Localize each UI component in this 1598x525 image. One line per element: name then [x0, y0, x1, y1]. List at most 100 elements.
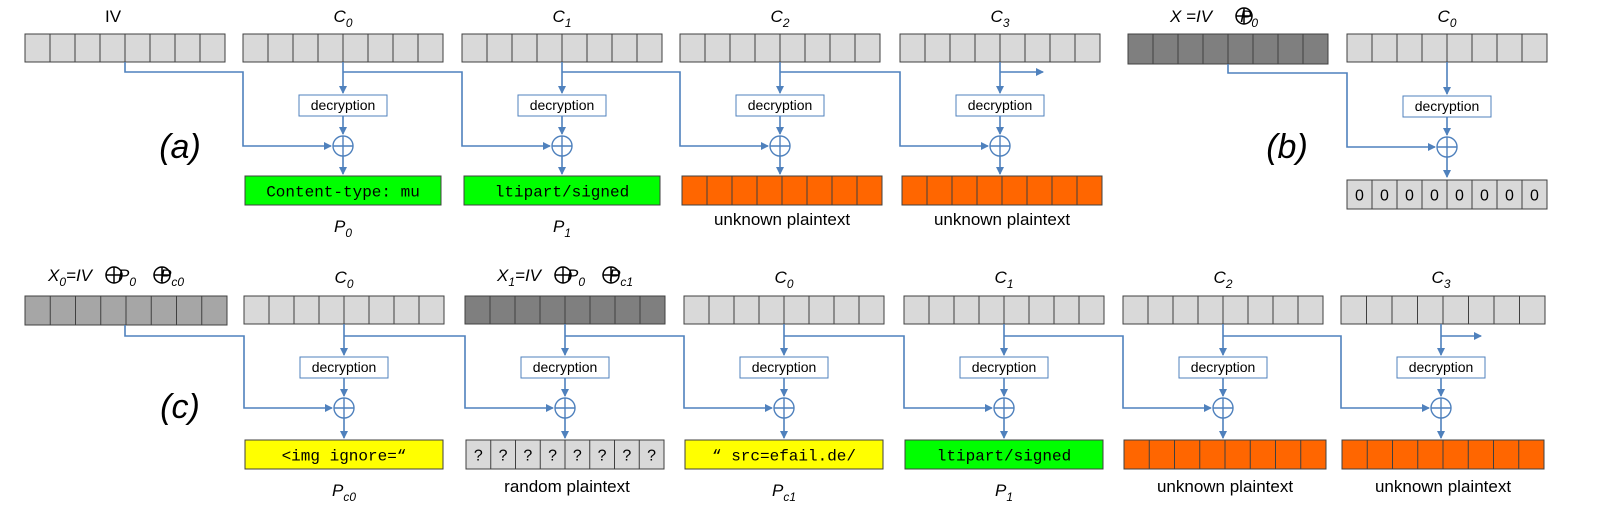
- decrypt-a0-label: decryption: [311, 97, 376, 113]
- plaintext-c3-bg: [904, 439, 1104, 470]
- plaintext-c1-cell: ?: [573, 448, 582, 465]
- label-c-1-sub: 0: [787, 277, 794, 291]
- label-c1-main: C: [553, 7, 566, 26]
- label-c-0-main: C: [335, 268, 348, 287]
- chain-a-1: [343, 71, 551, 150]
- output-label-c0-sub: c0: [343, 490, 356, 504]
- output-label-a1-sub: 1: [564, 226, 571, 240]
- label-c2-main: C: [771, 7, 784, 26]
- x1-block: [464, 295, 666, 325]
- output-label-c0: Pc0: [332, 481, 356, 504]
- output-label-c2: Pc1: [772, 481, 796, 504]
- plaintext-a3: [901, 175, 1103, 206]
- plaintext-c1: ????????: [465, 439, 665, 470]
- output-label-a0-main: P: [334, 217, 346, 236]
- panel-label-c: (c): [160, 388, 200, 426]
- plaintext-c0-text: <img ignore=“: [282, 448, 407, 466]
- plaintext-c3-text: ltipart/signed: [937, 448, 1071, 466]
- x0-block: [24, 295, 228, 326]
- decrypt-c1-label: decryption: [533, 359, 598, 375]
- label-iv: IV: [105, 7, 122, 26]
- chain-c-4: [1004, 335, 1212, 412]
- ciphertext-block-b: [1346, 33, 1548, 63]
- decrypt-a2-label: decryption: [748, 97, 813, 113]
- plaintext-c1-cell: ?: [647, 448, 656, 465]
- label-c-4-sub: 3: [1444, 277, 1451, 291]
- decrypt-a3-label: decryption: [968, 97, 1033, 113]
- label-c-1-main: C: [775, 268, 788, 287]
- label-x1-sub: 1: [508, 275, 515, 289]
- decrypt-c4-label: decryption: [1191, 359, 1256, 375]
- label-c-3-main: C: [1214, 268, 1227, 287]
- label-c-2-sub: 1: [1007, 277, 1014, 291]
- zero-plaintext-block-b-cell: 0: [1405, 188, 1414, 205]
- output-label-c1: random plaintext: [504, 477, 630, 496]
- label-b-c0: C0: [1438, 7, 1457, 30]
- plaintext-a0-text: Content-type: mu: [266, 184, 420, 202]
- chain-c-0: [124, 325, 333, 412]
- label-x0-sub: 0: [59, 275, 66, 289]
- panel-label-a: (a): [159, 128, 201, 166]
- label-x1-p0-sub: 0: [578, 275, 585, 289]
- label-c2-sub: 2: [782, 16, 790, 30]
- output-label-a0: P0: [334, 217, 352, 240]
- plaintext-c5: [1341, 439, 1545, 470]
- zero-plaintext-block-b-cell: 0: [1355, 188, 1364, 205]
- output-label-c0-main: P: [332, 481, 344, 500]
- label-b-x-main: X =IV: [1169, 7, 1214, 26]
- zero-plaintext-block-b-cell: 0: [1455, 188, 1464, 205]
- plaintext-a1: ltipart/signed: [463, 175, 661, 206]
- output-label-a1: P1: [553, 217, 571, 240]
- plaintext-c2-bg: [684, 439, 884, 470]
- chain-c-5: [1223, 335, 1430, 412]
- zero-plaintext-block-b-cell: 0: [1380, 188, 1389, 205]
- chain-b: [1227, 64, 1436, 151]
- ciphertext-block-c3: [899, 33, 1101, 63]
- label-c3: C3: [991, 7, 1010, 30]
- label-b-c0-sub: 0: [1450, 16, 1457, 30]
- label-c3-sub: 3: [1003, 16, 1010, 30]
- output-label-c4: unknown plaintext: [1157, 477, 1293, 496]
- chain-c-1: [344, 335, 554, 412]
- ciphertext-block-c-0: [243, 295, 445, 325]
- decrypt-c2-label: decryption: [752, 359, 817, 375]
- label-c0-main: C: [334, 7, 347, 26]
- decrypt-c0-label: decryption: [312, 359, 377, 375]
- plaintext-a2: [681, 175, 883, 206]
- label-x0-main: X: [47, 266, 60, 285]
- label-x1-main: X: [496, 266, 509, 285]
- plaintext-c1-cell: ?: [622, 448, 631, 465]
- output-label-a0-sub: 0: [345, 226, 352, 240]
- ciphertext-block-c-4: [1340, 295, 1546, 325]
- label-c-0-sub: 0: [347, 277, 354, 291]
- label-c-3: C2: [1214, 268, 1233, 291]
- output-label-c2-main: P: [772, 481, 784, 500]
- plaintext-c1-cell: ?: [598, 448, 607, 465]
- decrypt-a1-label: decryption: [530, 97, 595, 113]
- label-x1-pc-sub: c1: [620, 275, 633, 289]
- plaintext-c2-text: “ src=efail.de/: [712, 448, 856, 466]
- plaintext-c2: “ src=efail.de/: [684, 439, 884, 470]
- label-x0-p0-sub: 0: [129, 275, 136, 289]
- plaintext-a0-bg: [244, 175, 442, 206]
- label-x0-pc-sub: c0: [171, 275, 184, 289]
- label-b-c0-main: C: [1438, 7, 1451, 26]
- ciphertext-block-c-2: [903, 295, 1105, 325]
- iv-block: [24, 33, 226, 63]
- ciphertext-block-c0: [242, 33, 444, 63]
- ciphertext-block-c-1: [683, 295, 885, 325]
- output-label-c2-sub: c1: [783, 490, 796, 504]
- output-label-c3-sub: 1: [1006, 490, 1013, 504]
- x-block-b: [1127, 33, 1329, 65]
- plaintext-c3: ltipart/signed: [904, 439, 1104, 470]
- decrypt-c3-label: decryption: [972, 359, 1037, 375]
- chain-c-3: [784, 335, 993, 412]
- plaintext-c1-cell: ?: [548, 448, 557, 465]
- label-c-4: C3: [1432, 268, 1451, 291]
- label-c-2: C1: [995, 268, 1014, 291]
